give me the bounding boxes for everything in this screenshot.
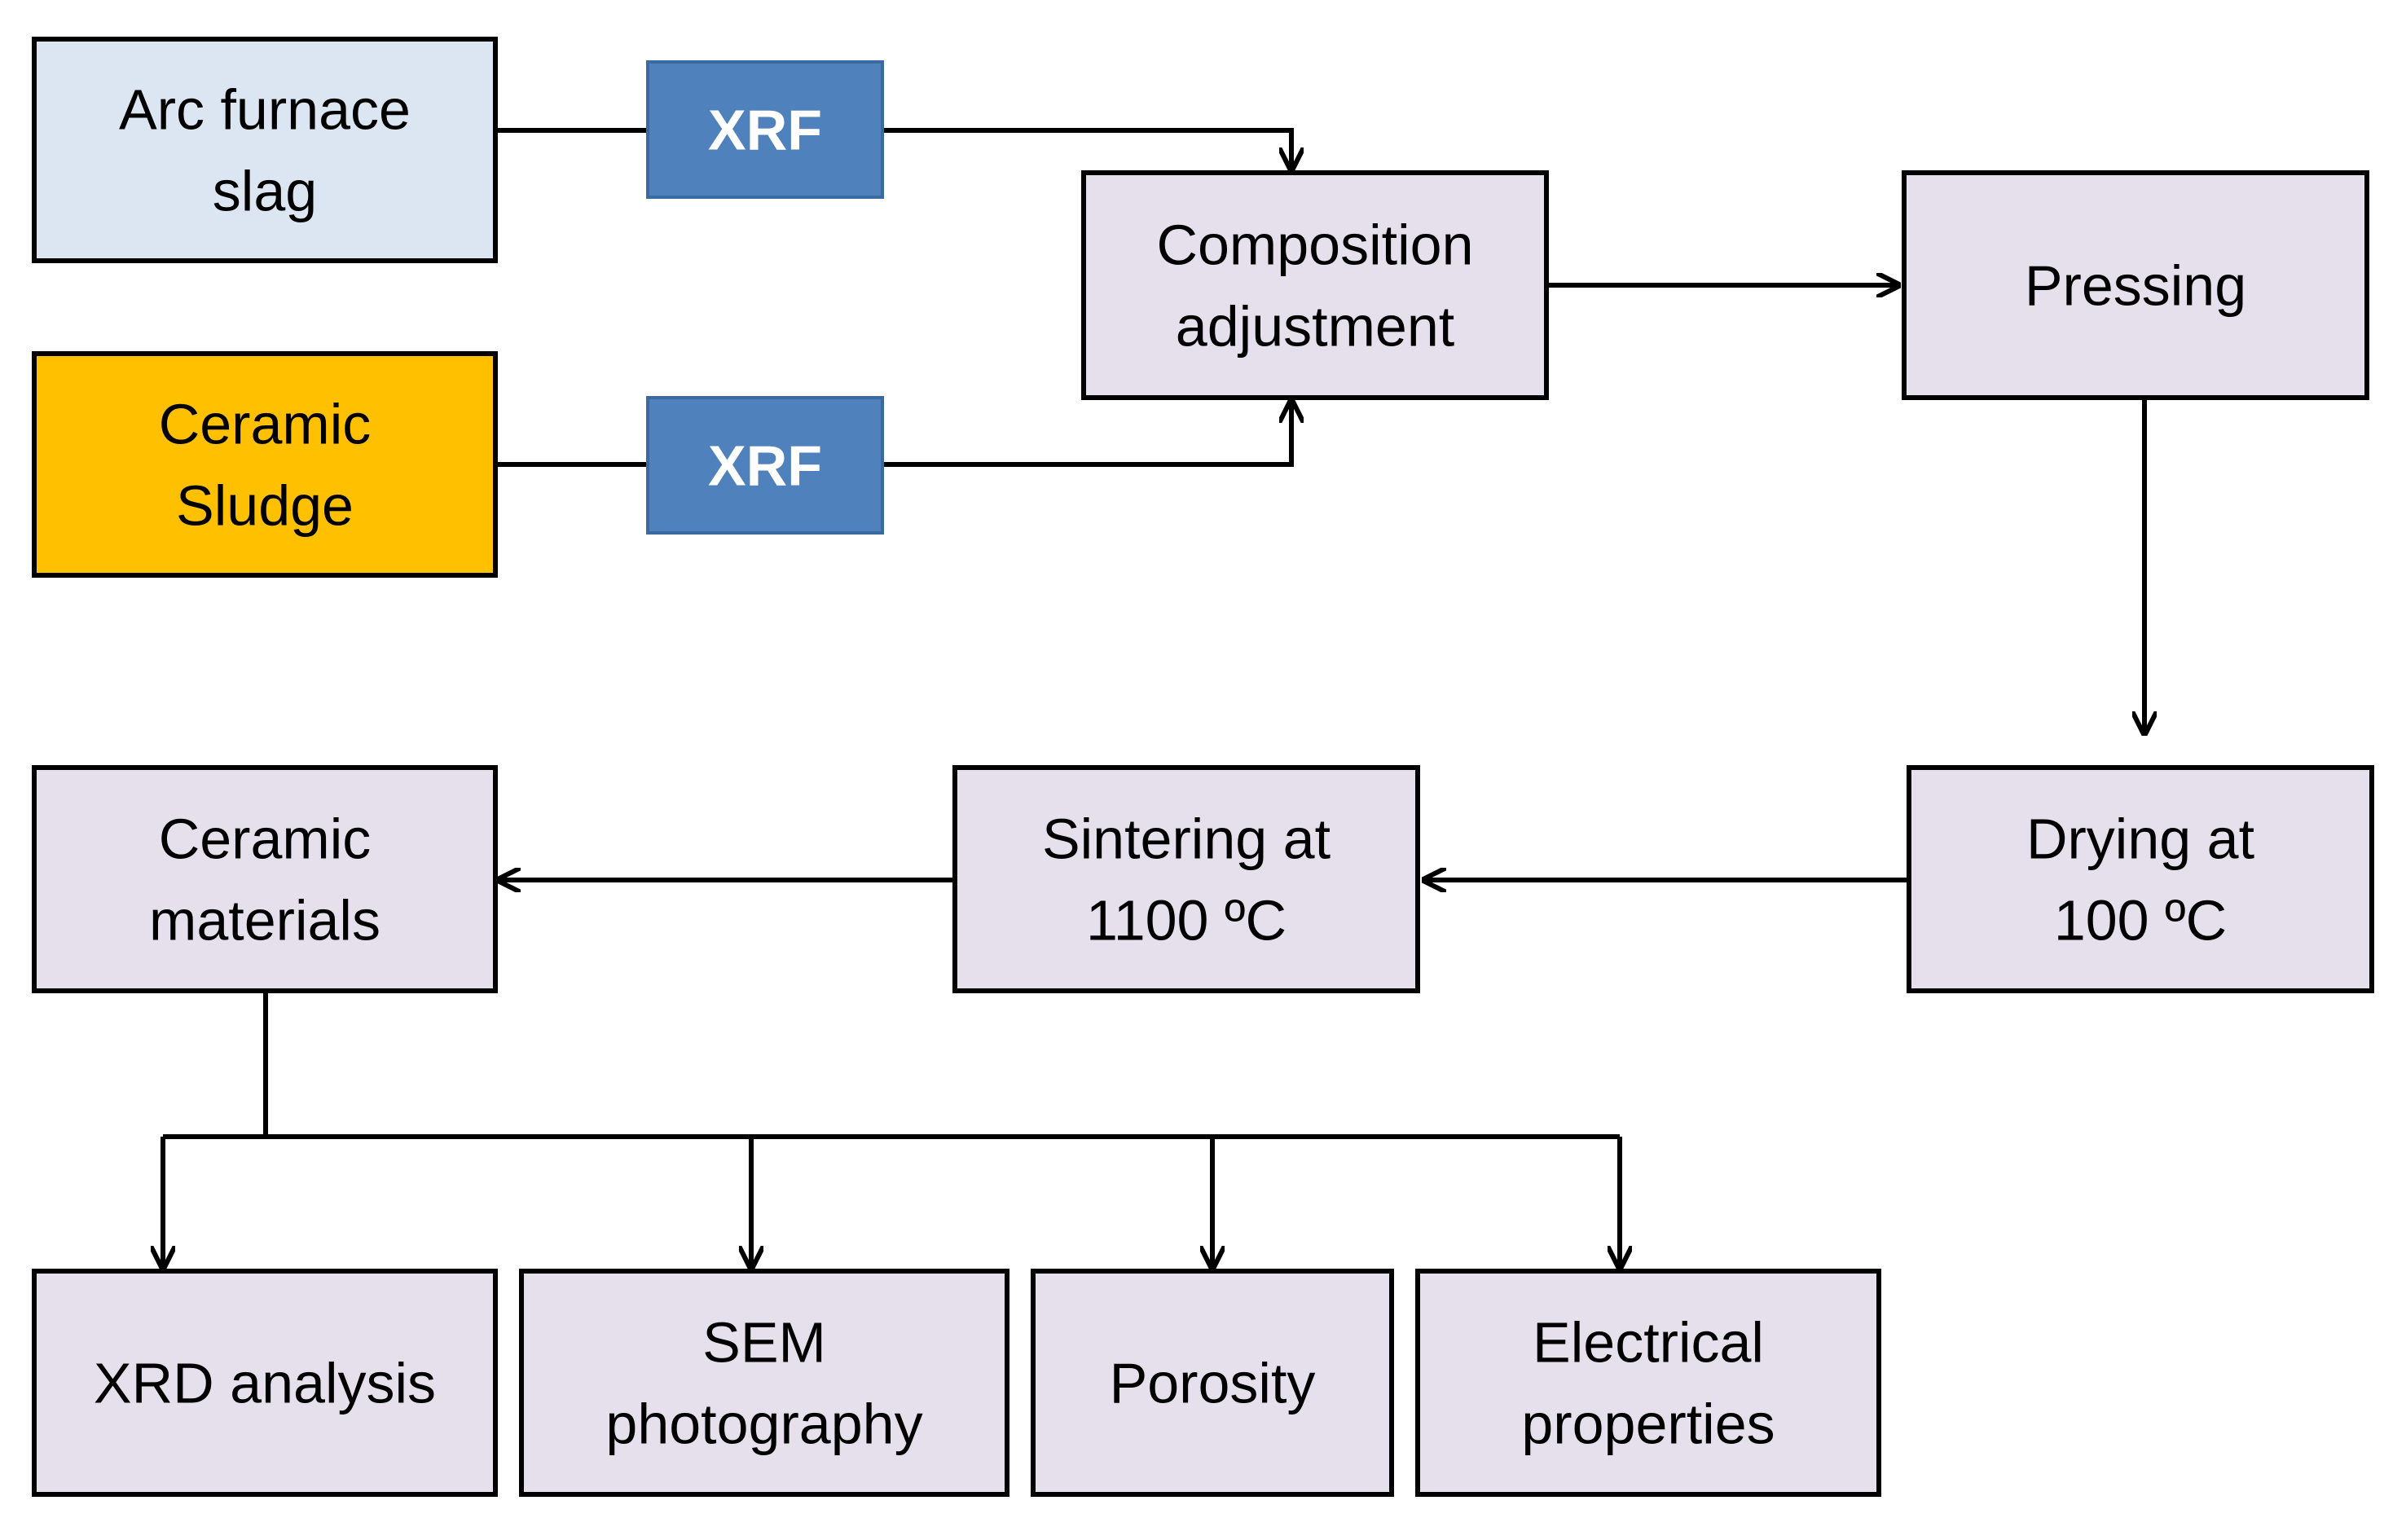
electrical-properties-box: Electrical properties	[1415, 1269, 1881, 1497]
slag-label-line-2: slag	[213, 160, 317, 223]
composition-label-line-1: Composition	[1156, 213, 1473, 277]
porosity-box: Porosity	[1031, 1269, 1394, 1497]
drying-label-line-2: 100 ºC	[2054, 889, 2227, 953]
porosity-label-line-1: Porosity	[1110, 1352, 1316, 1415]
sem-label-line-2: photography	[605, 1393, 922, 1456]
drying-box: Drying at 100 ºC	[1907, 765, 2374, 993]
sintering-label-line-1: Sintering at	[1042, 807, 1331, 871]
ceramic-materials-label-line-1: Ceramic	[159, 807, 372, 871]
xrf-top-label-line-1: XRF	[708, 99, 822, 162]
drying-label-line-1: Drying at	[2026, 807, 2254, 871]
sem-photography-box: SEM photography	[519, 1269, 1009, 1497]
composition-label-line-2: adjustment	[1176, 295, 1454, 359]
connector-xrf-to-composition-bottom	[882, 401, 1291, 467]
xrf-bottom-label-line-1: XRF	[708, 434, 822, 498]
pressing-label-line-1: Pressing	[2025, 254, 2246, 318]
sem-label-line-1: SEM	[702, 1311, 826, 1375]
ceramic-materials-box: Ceramic materials	[32, 765, 498, 993]
slag-label-line-1: Arc furnace	[119, 78, 411, 142]
xrd-label-line-1: XRD analysis	[94, 1352, 436, 1415]
electrical-label-line-2: properties	[1521, 1393, 1775, 1456]
xrd-analysis-box: XRD analysis	[32, 1269, 498, 1497]
connector-xrf-to-composition-top	[882, 128, 1291, 169]
sintering-box: Sintering at 1100 ºC	[952, 765, 1420, 993]
sludge-label-line-2: Sludge	[176, 474, 354, 538]
sludge-label-line-1: Ceramic	[159, 393, 372, 456]
connectors	[163, 128, 2144, 1268]
electrical-label-line-1: Electrical	[1533, 1311, 1764, 1375]
pressing-box: Pressing	[1902, 170, 2369, 400]
composition-adjustment-box: Composition adjustment	[1081, 170, 1549, 400]
xrf-bottom-box: XRF	[646, 396, 884, 535]
sintering-label-line-2: 1100 ºC	[1086, 889, 1287, 953]
xrf-top-box: XRF	[646, 60, 884, 199]
ceramic-materials-label-line-2: materials	[149, 889, 380, 953]
slag-box: Arc furnace slag	[32, 37, 498, 263]
